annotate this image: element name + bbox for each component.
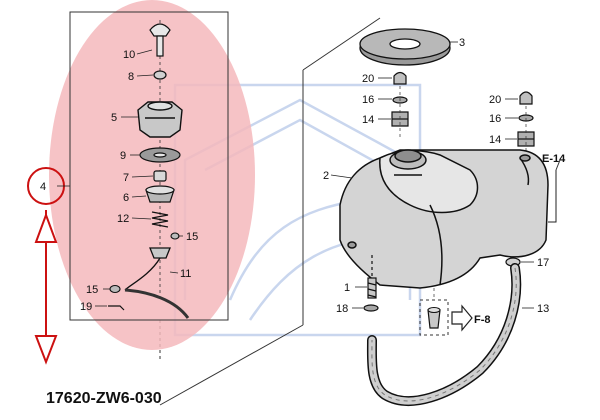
callout-14-right: 14 [489,134,501,146]
part-20-nut-right [519,91,533,105]
callout-15-lower: 15 [86,284,98,296]
callout-19: 19 [80,301,92,313]
red-double-arrow [34,210,58,365]
callout-12: 12 [117,213,129,225]
callout-10: 10 [123,49,135,61]
callout-16-mid: 16 [362,94,374,106]
callout-13: 13 [537,303,549,315]
callout-17: 17 [537,257,549,269]
part-13-fuel-hose [366,263,522,406]
part-7-bushing [153,170,167,182]
callout-1: 1 [344,282,350,294]
perspective-frame [159,17,561,406]
callout-14-mid: 14 [362,114,374,126]
part-9-gasket [139,147,181,163]
callouts-left-group: 10 8 5 9 7 6 12 15 11 15 19 [80,49,198,313]
part-3-ring [359,28,451,66]
ref-f8: F-8 [474,314,491,326]
part-1-bolt [367,255,377,299]
part-12-spring [151,211,169,228]
callout-15-upper: 15 [186,231,198,243]
callout-18: 18 [336,303,348,315]
callout-6: 6 [123,192,129,204]
callout-16-right: 16 [489,113,501,125]
callout-4: 4 [40,181,46,193]
callout-2: 2 [323,170,329,182]
part-19-clip [108,305,125,311]
callout-5: 5 [111,112,117,124]
callout-9: 9 [120,150,126,162]
part-15-ring-upper [170,232,180,240]
part-10-knob [149,23,171,57]
part-18-washer [363,304,379,312]
part-5-fuel-cap [137,101,183,138]
highlight-ellipse [49,0,255,350]
ref-e14: E-14 [542,153,566,165]
callout-8: 8 [128,71,134,83]
part-11-strainer [124,247,190,319]
callout-3: 3 [459,37,465,49]
callout-20-right: 20 [489,94,501,106]
part-6-cup [145,185,175,203]
part-2-fuel-tank [339,149,549,289]
callout-7: 7 [123,172,129,184]
part-20-nut-mid [393,71,407,85]
part-8-grommet [153,70,167,80]
callout-20-mid: 20 [362,73,374,85]
part-number: 17620-ZW6-030 [46,390,162,407]
callout-4-marker: 4 [27,167,70,205]
part-15-ring-lower [109,284,121,294]
fuel-valve-group: F-8 [419,288,491,336]
callout-11: 11 [180,268,191,280]
